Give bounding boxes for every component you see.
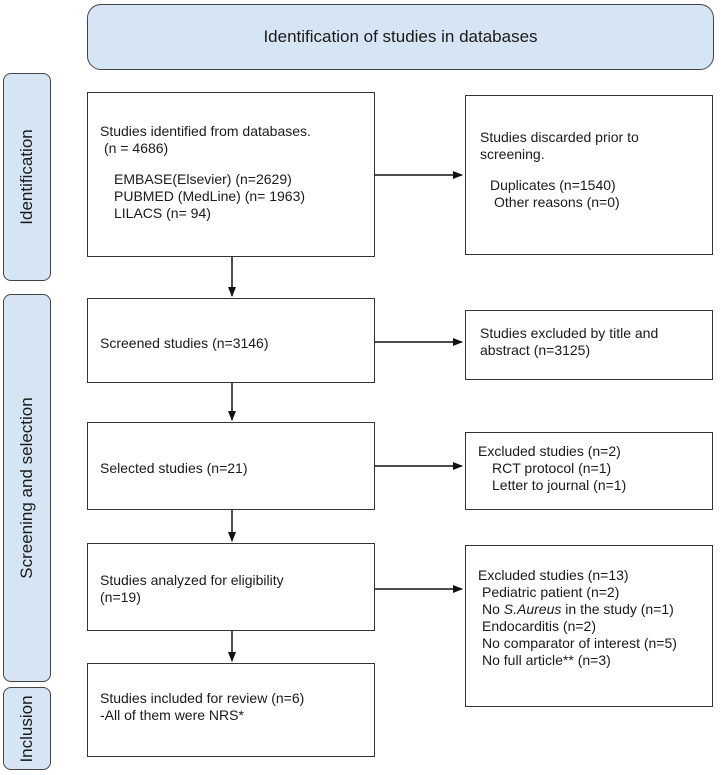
header-title: Identification of studies in databases <box>263 27 538 46</box>
excluded2-letter: Letter to journal (n=1) <box>492 477 627 493</box>
excluded13-pediatric: Pediatric patient (n=2) <box>482 584 620 600</box>
identified-db-embase: EMBASE(Elsevier) (n=2629) <box>114 171 292 187</box>
excluded-title-box: Studies excluded by title and abstract (… <box>465 310 713 380</box>
excluded13-endocarditis: Endocarditis (n=2) <box>482 618 597 634</box>
excluded-title-line2: abstract (n=3125) <box>480 342 591 358</box>
screened-box: Screened studies (n=3146) <box>87 298 375 383</box>
flow-header: Identification of studies in databases <box>87 4 714 70</box>
eligibility-line2: (n=19) <box>100 589 141 605</box>
excluded2-box: Excluded studies (n=2) RCT protocol (n=1… <box>465 432 713 510</box>
phase-inclusion: Inclusion <box>3 687 51 770</box>
excluded13-fullarticle: No full article** (n=3) <box>482 652 611 668</box>
included-line1: Studies included for review (n=6) <box>100 690 305 706</box>
discarded-duplicates: Duplicates (n=1540) <box>490 177 616 193</box>
identified-title: Studies identified from databases. <box>100 123 311 139</box>
excluded-title-line1: Studies excluded by title and <box>480 325 659 341</box>
identified-db-pubmed: PUBMED (MedLine) (n= 1963) <box>114 188 306 204</box>
phase-identification: Identification <box>3 73 51 281</box>
selected-box: Selected studies (n=21) <box>87 422 375 510</box>
identified-total: (n = 4686) <box>104 140 169 156</box>
selected-text: Selected studies (n=21) <box>100 460 248 476</box>
excluded13-box: Excluded studies (n=13) Pediatric patien… <box>465 545 713 707</box>
excluded13-saureus: No S.Aureus in the study (n=1) <box>482 601 674 617</box>
eligibility-line1: Studies analyzed for eligibility <box>100 572 284 588</box>
discarded-title-line1: Studies discarded prior to <box>480 129 639 145</box>
discarded-other: Other reasons (n=0) <box>494 194 620 210</box>
excluded13-comparator: No comparator of interest (n=5) <box>482 635 677 651</box>
excluded2-rct: RCT protocol (n=1) <box>492 460 612 476</box>
phase-screening: Screening and selection <box>3 294 51 682</box>
identified-box: Studies identified from databases. (n = … <box>87 92 375 257</box>
excluded2-title: Excluded studies (n=2) <box>478 443 621 459</box>
screened-text: Screened studies (n=3146) <box>100 335 269 351</box>
included-line2: -All of them were NRS* <box>100 707 244 723</box>
eligibility-box: Studies analyzed for eligibility (n=19) <box>87 543 375 631</box>
discarded-title-line2: screening. <box>480 146 545 162</box>
discarded-box: Studies discarded prior to screening. Du… <box>465 95 713 255</box>
included-box: Studies included for review (n=6) -All o… <box>87 663 375 757</box>
identified-db-lilacs: LILACS (n= 94) <box>114 205 211 221</box>
excluded13-title: Excluded studies (n=13) <box>478 567 629 583</box>
